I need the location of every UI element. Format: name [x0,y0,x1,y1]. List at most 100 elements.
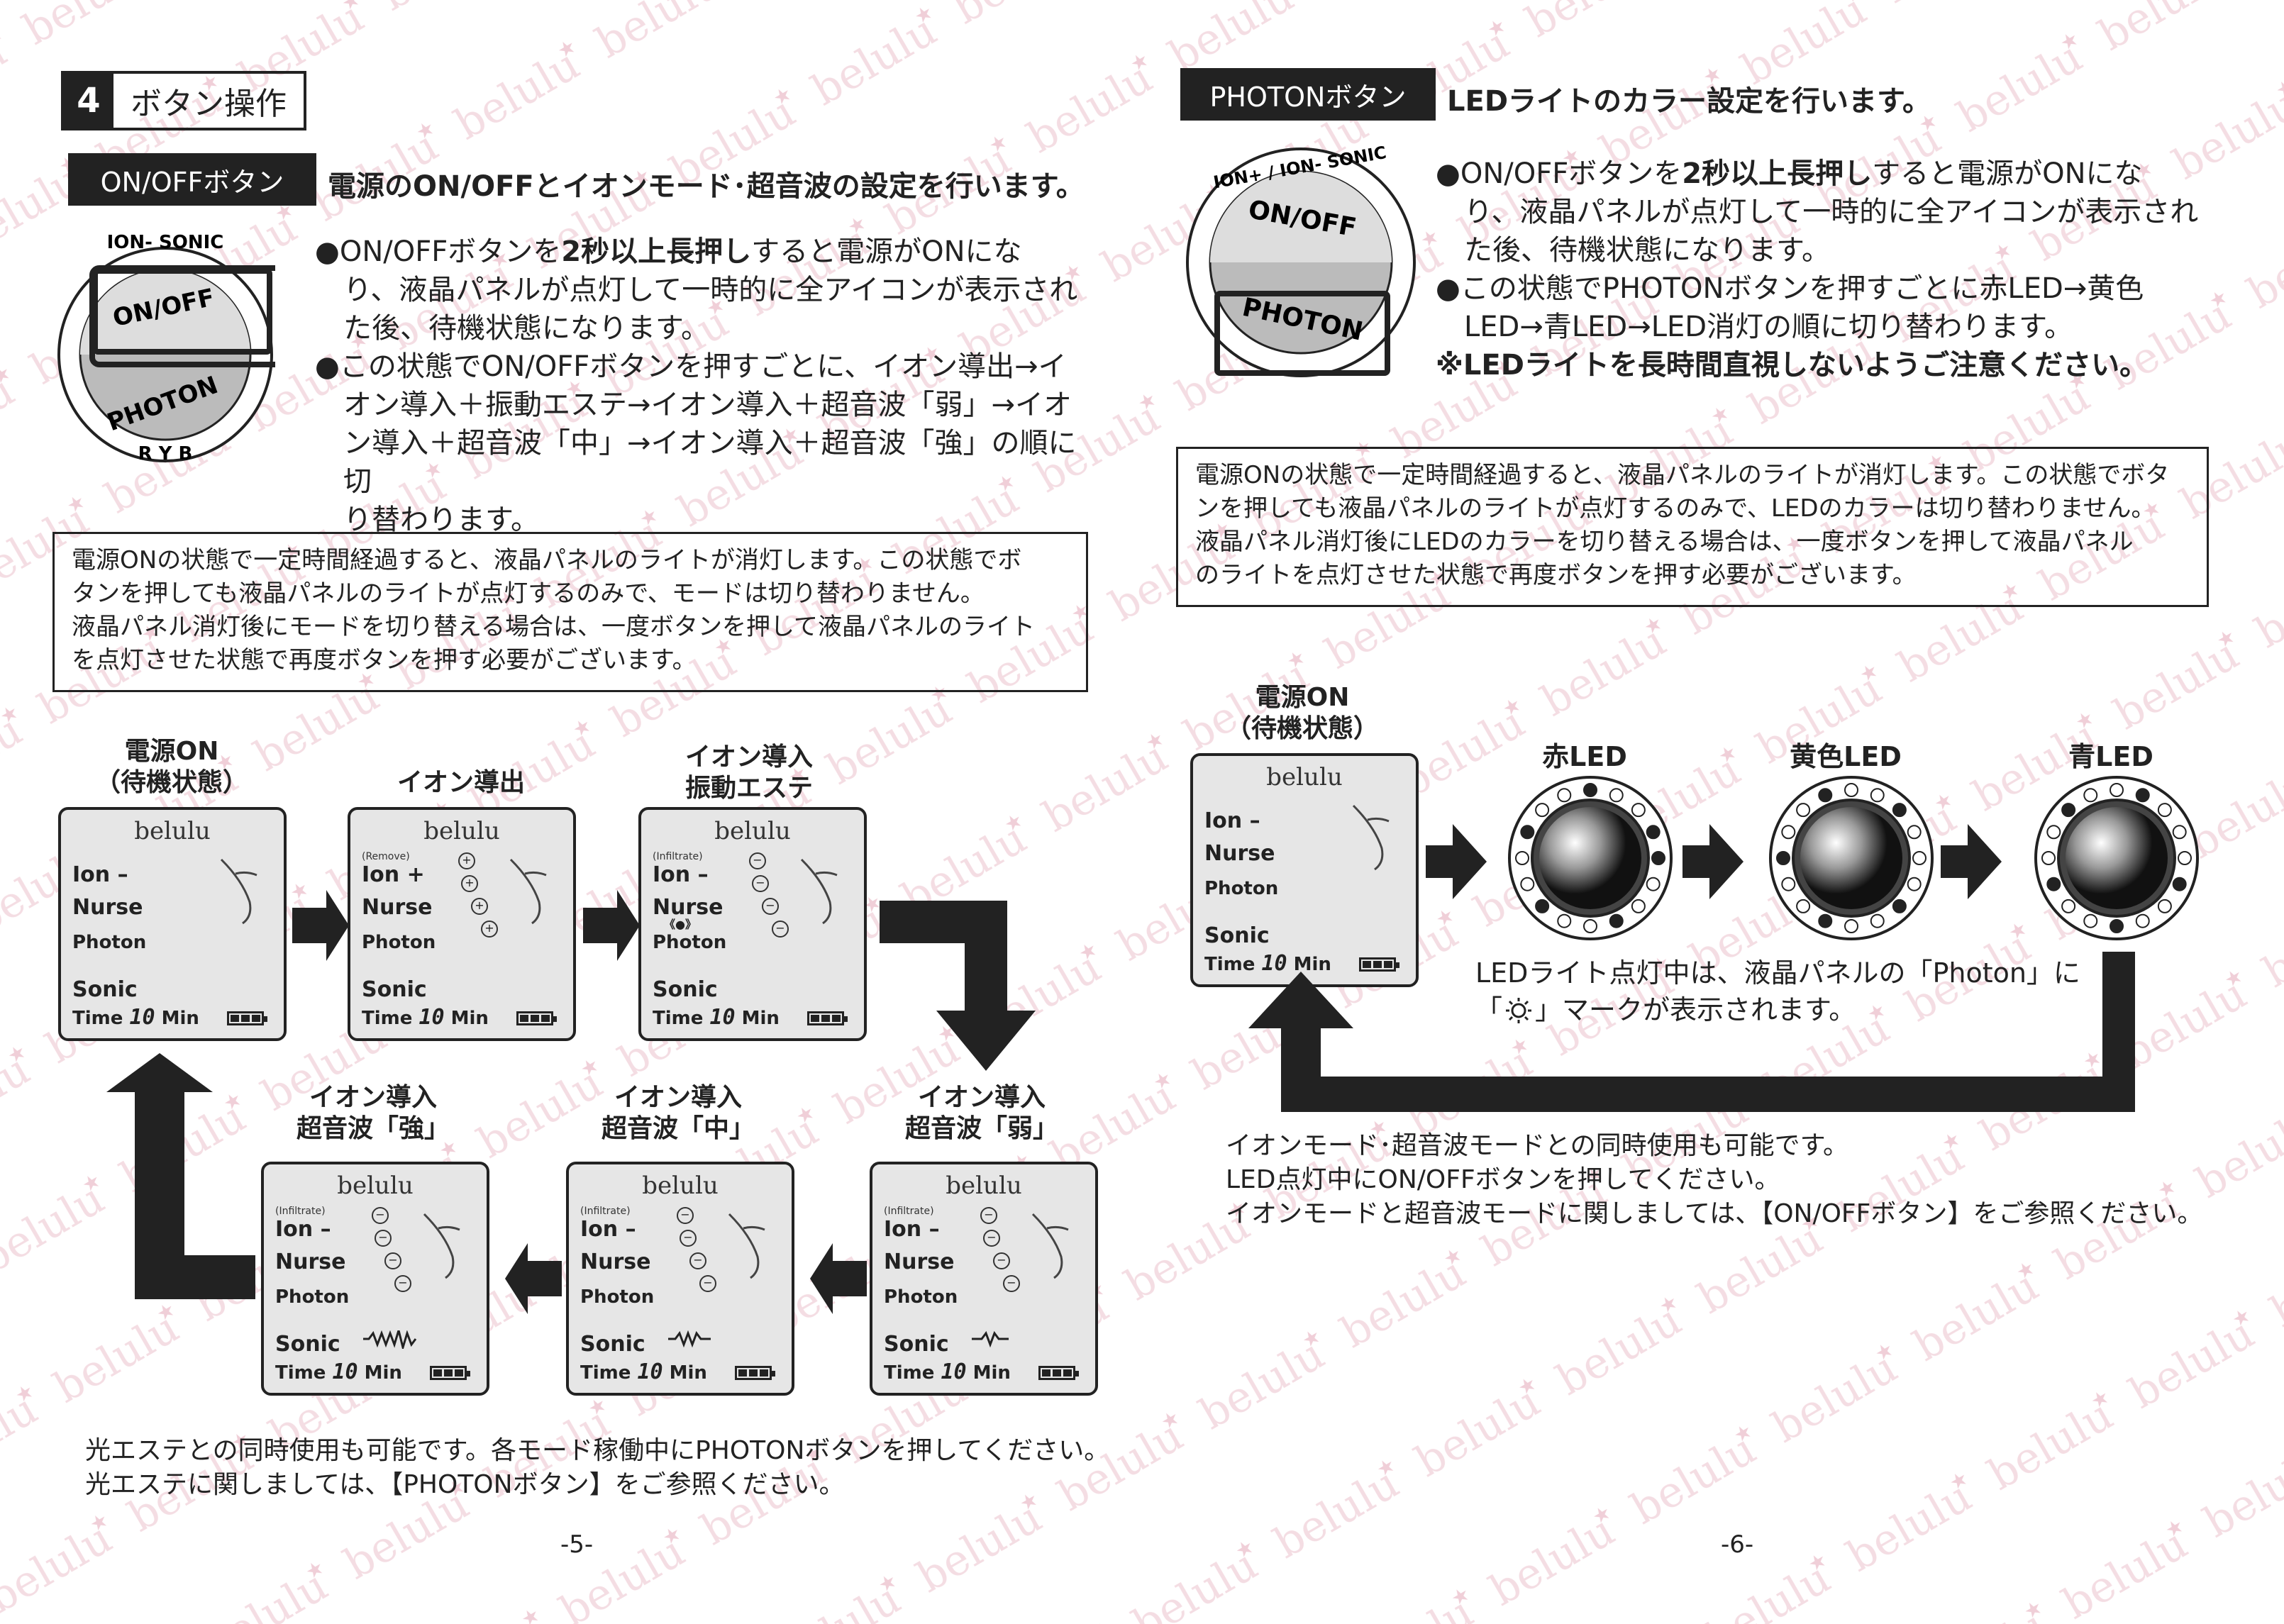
face-icon [220,858,257,925]
ion-icon: − [980,1207,997,1224]
lcd-brand: belulu [1266,763,1343,791]
face-icon [423,1213,460,1279]
section-title: ボタン操作 [131,86,287,122]
vibration-icon: 《●》 [664,918,697,931]
lcd-photon-label: Photon [72,932,147,953]
ion-icon: − [384,1252,401,1269]
bullet-text: た後、待機状態になります。 [1464,234,1830,267]
battery-icon [1359,957,1399,972]
lcd-photon-label: Photon [275,1286,350,1308]
left-footer: 光エステとの同時使用も可能です。各モード稼働中にPHOTONボタンを押してくださ… [85,1434,1109,1502]
state-label-sonic-weak: イオン導入超音波「弱」 [904,1083,1058,1143]
lcd-panel: belulu Ion – Nurse Photon Sonic Time 10 … [1190,753,1419,987]
note-line: 電源ONの状態で一定時間経過すると、液晶パネルのライトが消灯します。この状態でボ… [1195,461,2170,489]
state-label-sonic-mid: イオン導入超音波「中」 [601,1083,755,1143]
lcd-nurse-label: Nurse [1204,841,1275,866]
yellow-led-label: 黄色LED [1790,741,1902,772]
bullet-text: LED→青LED→LED消灯の順に切り替わります。 [1464,311,2073,343]
warning-text: ※LEDライトを長時間直視しないようご注意ください。 [1436,349,2149,382]
lcd-time: Time 10 Min [653,1005,780,1030]
info-line: イオンモード･超音波モードとの同時使用も可能です。 [1226,1131,1849,1160]
ion-icon: − [762,898,779,915]
lcd-nurse-label: Nurse [653,895,724,920]
bullet-text: り、液晶パネルが点灯して一時的に全アイコンが表示され [1464,196,2199,228]
arrow-right-icon [1682,824,1744,899]
bullet-text: り、液晶パネルが点灯して一時的に全アイコンが表示され [343,274,1078,306]
onoff-note-box: 電源ONの状態で一定時間経過すると、液晶パネルのライトが消灯します。この状態でボ… [52,532,1088,692]
ion-icon: + [461,875,478,892]
lcd-panel: belulu (Infiltrate) Ion – Nurse Photon S… [870,1162,1098,1396]
bullet-bold: 2秒以上長押し [561,235,752,268]
led-info-line: 」マークが表示されます。 [1535,994,1856,1025]
lcd-panel: belulu Ion – Nurse Photon Sonic Time 10 … [58,807,287,1041]
lcd-panel: belulu (Remove) Ion + Nurse Photon Sonic… [348,807,576,1041]
lcd-nurse-label: Nurse [275,1250,346,1274]
lcd-sonic-label: Sonic [653,977,718,1002]
face-icon [1352,804,1390,871]
lcd-photon-label: Photon [362,932,436,953]
page-number-right: -6- [1721,1530,1754,1559]
arrow-right-icon [1941,824,2002,899]
sonic-wave-icon [668,1330,711,1348]
lcd-photon-label: Photon [1204,878,1279,899]
flow-arrows-right [1248,824,2135,1112]
onoff-bullets: ●ON/OFFボタンを2秒以上長押しすると電源がONにな り、液晶パネルが点灯し… [315,233,1102,539]
bullet-prefix: ●ON/OFFボタンを [1436,157,1682,190]
lcd-time: Time 10 Min [884,1359,1011,1384]
ion-icon: + [458,852,475,869]
photon-highlight [1214,291,1390,376]
red-led-ring-icon [1508,776,1673,940]
lcd-time: Time 10 Min [72,1005,199,1030]
lcd-brand: belulu [714,817,791,845]
lcd-panel: belulu (Infiltrate) Ion – Nurse Photon S… [566,1162,794,1396]
note-line: ンを押しても液晶パネルのライトが点灯するのみで、LEDのカラーは切り替わりません… [1195,494,2156,523]
info-line: イオンモードと超音波モードに関しましては、【ON/OFFボタン】をご参照ください… [1226,1199,2203,1228]
bullet-text: り替わります。 [343,504,539,536]
face-icon [509,858,547,925]
note-line: のライトを点灯させた状態で再度ボタンを押す必要がございます。 [1195,561,1917,589]
lcd-nurse-label: Nurse [362,895,433,920]
lcd-panel: belulu (Infiltrate) Ion – Nurse 《●》 Phot… [638,807,867,1041]
note-line: を点灯させた状態で再度ボタンを押す必要がございます。 [72,646,697,674]
battery-icon [516,1011,557,1025]
note-line: 液晶パネル消灯後にモードを切り替える場合は、一度ボタンを押して液晶パネルのライト [72,613,1035,641]
blue-led-label: 青LED [2068,741,2153,772]
arrow-left-icon [810,1243,867,1314]
flow-arrows-left [106,890,1036,1314]
lcd-sonic-label: Sonic [362,977,427,1002]
bracket: 「 [1475,994,1503,1025]
arrow-right-icon [1426,824,1487,899]
onoff-button-tag: ON/OFFボタン [68,153,316,206]
photon-button-tag: PHOTONボタン [1180,68,1436,121]
arrow-down-icon [880,901,1036,1071]
sun-mark-icon [1506,998,1532,1023]
photon-knob-diagram: ION+ / ION- SONIC ON/OFF PHOTON [1186,143,1416,377]
bullet-text: ●この状態でON/OFFボタンを押すごとに、イオン導出→イ [315,350,1067,383]
red-led-label: 赤LED [1542,741,1627,772]
blue-led-ring-icon [2034,776,2199,940]
lcd-nurse-label: Nurse [580,1250,651,1274]
ion-icon: − [772,921,789,938]
note-line: 電源ONの状態で一定時間経過すると、液晶パネルのライトが消灯します。この状態でボ [72,546,1022,574]
lcd-photon-label: Photon [884,1286,958,1308]
ion-icon: − [699,1275,716,1292]
knob-ryb-label: R Y B [138,443,193,465]
arrow-right-icon [583,890,640,961]
ion-sub-label: (Infiltrate) [275,1206,326,1217]
ion-icon: − [1003,1275,1020,1292]
page-number-left: -5- [560,1530,594,1559]
lcd-brand: belulu [337,1172,414,1200]
face-icon [1031,1213,1069,1279]
bullet-prefix: ●ON/OFFボタンを [315,235,562,268]
ion-icon: − [680,1230,697,1247]
lcd-time: Time 10 Min [362,1005,489,1030]
bullet-text: すると電源がONにな [1872,157,2143,190]
lcd-time: Time 10 Min [275,1359,402,1384]
lcd-panel: belulu (Infiltrate) Ion – Nurse Photon S… [261,1162,489,1396]
sonic-wave-icon [972,1330,1009,1348]
bullet-text: ●この状態でPHOTONボタンを押すごとに赤LED→黄色 [1436,272,2144,305]
battery-icon [227,1011,267,1025]
face-icon [800,858,838,925]
lcd-sonic-label: Sonic [275,1332,340,1357]
lcd-nurse-label: Nurse [72,895,143,920]
